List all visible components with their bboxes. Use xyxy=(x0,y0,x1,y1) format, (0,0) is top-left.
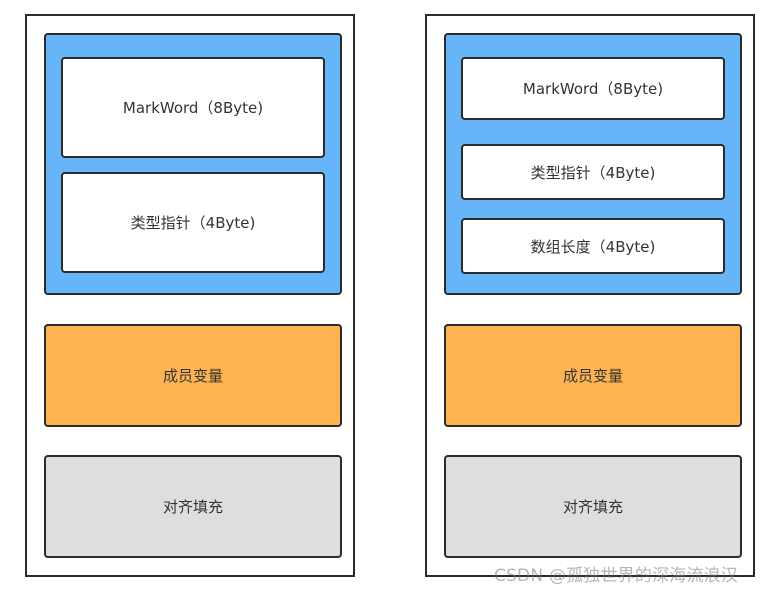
right-padding-block: 对齐填充 xyxy=(444,455,742,558)
watermark: CSDN @孤独世界的深海流浪汉 xyxy=(494,566,739,586)
left-markword-cell: MarkWord（8Byte) xyxy=(61,57,325,158)
left-padding-label: 对齐填充 xyxy=(162,498,223,516)
right-array-length-cell: 数组长度（4Byte) xyxy=(461,218,725,274)
left-type-pointer-cell: 类型指针（4Byte) xyxy=(61,172,325,273)
left-markword-label: MarkWord（8Byte) xyxy=(122,99,264,117)
left-members-label: 成员变量 xyxy=(162,367,223,385)
right-members-label: 成员变量 xyxy=(562,367,623,385)
left-members-block: 成员变量 xyxy=(44,324,342,427)
right-members-block: 成员变量 xyxy=(444,324,742,427)
right-type-pointer-cell: 类型指针（4Byte) xyxy=(461,144,725,200)
right-padding-label: 对齐填充 xyxy=(562,498,623,516)
right-markword-cell: MarkWord（8Byte) xyxy=(461,57,725,120)
right-markword-label: MarkWord（8Byte) xyxy=(522,80,664,98)
right-array-length-label: 数组长度（4Byte) xyxy=(530,237,656,256)
right-type-pointer-label: 类型指针（4Byte) xyxy=(530,163,656,182)
left-type-pointer-label: 类型指针（4Byte) xyxy=(130,214,256,232)
left-padding-block: 对齐填充 xyxy=(44,455,342,558)
